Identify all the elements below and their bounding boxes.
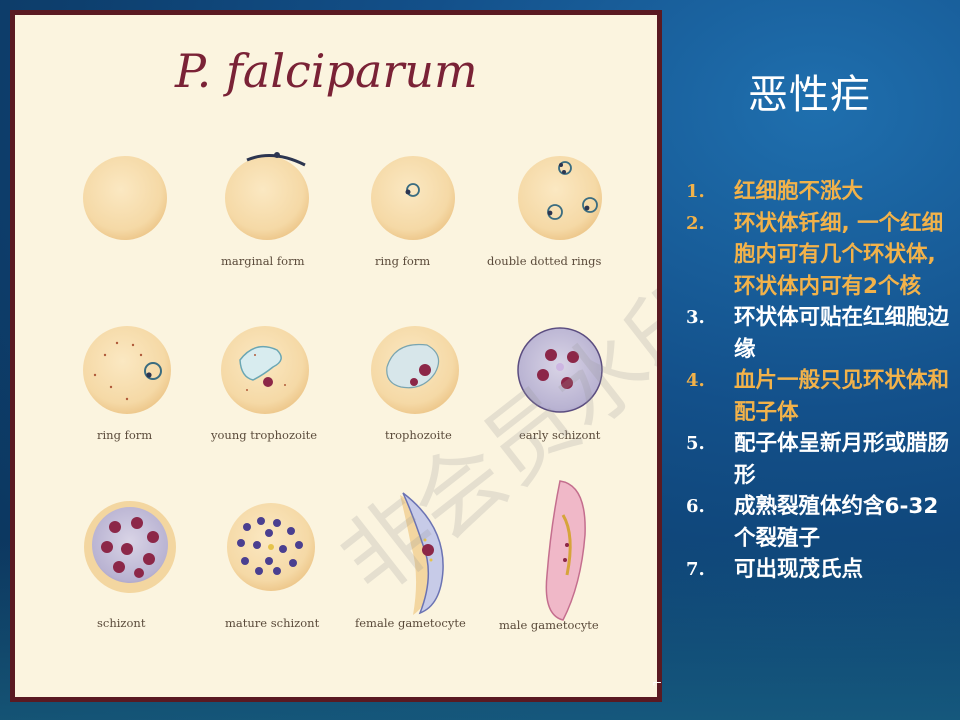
schizont-cell (84, 501, 176, 593)
mature-schizont-cell (227, 503, 315, 591)
point-3: 3. 环状体可贴在红细胞边缘 (686, 302, 954, 365)
figure-title: P. falciparum (174, 44, 478, 98)
label-mature-schizont: mature schizont (225, 616, 320, 630)
point-1: 1. 红细胞不涨大 (686, 176, 954, 208)
ring-form-cell (371, 156, 455, 240)
point-4: 4. 血片一般只见环状体和配子体 (686, 365, 954, 428)
label-ring-form-1: ring form (375, 254, 430, 268)
point-number: 2. (686, 212, 705, 234)
point-2: 2. 环状体钎细, 一个红细胞内可有几个环状体,环状体内可有2个核 (686, 208, 954, 303)
early-schizont-cell (517, 327, 603, 413)
point-number: 4. (686, 370, 705, 391)
label-ring-form-2: ring form (97, 428, 152, 442)
label-female-gametocyte: female gametocyte (355, 616, 466, 630)
point-5: 5. 配子体呈新月形或腊肠形 (686, 428, 954, 491)
male-gametocyte-cell (545, 480, 586, 621)
key-points-list: 1. 红细胞不涨大 2. 环状体钎细, 一个红细胞内可有几个环状体,环状体内可有… (686, 176, 954, 586)
label-trophozoite: trophozoite (385, 428, 452, 442)
point-number: 7. (686, 559, 705, 580)
falciparum-illustration: P. falciparum marginal form ring form do… (83, 44, 657, 632)
point-text: 可出现茂氏点 (734, 557, 864, 582)
point-text: 环状体钎细, 一个红细胞内可有几个环状体,环状体内可有2个核 (734, 210, 944, 299)
normal-rbc (83, 156, 167, 240)
point-number: 3. (686, 307, 705, 328)
point-text: 血片一般只见环状体和配子体 (734, 368, 950, 425)
point-number: 6. (686, 496, 705, 517)
falciparum-figure-panel: P. falciparum marginal form ring form do… (10, 10, 662, 702)
point-7: 7. 可出现茂氏点 (686, 554, 954, 586)
label-early-schizont: early schizont (519, 428, 601, 442)
label-double-dotted-rings: double dotted rings (487, 254, 601, 268)
corner-mark: ⌐ (652, 676, 663, 690)
point-6: 6. 成熟裂殖体约含6-32个裂殖子 (686, 491, 954, 554)
double-dotted-rings-cell (518, 156, 602, 240)
label-schizont: schizont (97, 616, 146, 630)
watermark-text: 非会员水印 (322, 256, 657, 616)
point-text: 配子体呈新月形或腊肠形 (734, 431, 950, 488)
marginal-form-cell (225, 152, 309, 240)
slide-title: 恶性疟 (748, 72, 871, 118)
young-trophozoite-cell (221, 326, 309, 414)
label-marginal-form: marginal form (221, 254, 305, 268)
label-male-gametocyte: male gametocyte (499, 618, 599, 632)
point-text: 红细胞不涨大 (734, 179, 864, 204)
label-young-trophozoite: young trophozoite (210, 428, 317, 442)
point-number: 5. (686, 433, 705, 454)
point-text: 环状体可贴在红细胞边缘 (734, 305, 950, 362)
trophozoite-cell (371, 326, 459, 414)
point-number: 1. (686, 181, 705, 202)
point-text: 成熟裂殖体约含6-32个裂殖子 (734, 494, 939, 551)
ring-form-2-cell (83, 326, 171, 414)
female-gametocyte-cell (400, 492, 444, 615)
